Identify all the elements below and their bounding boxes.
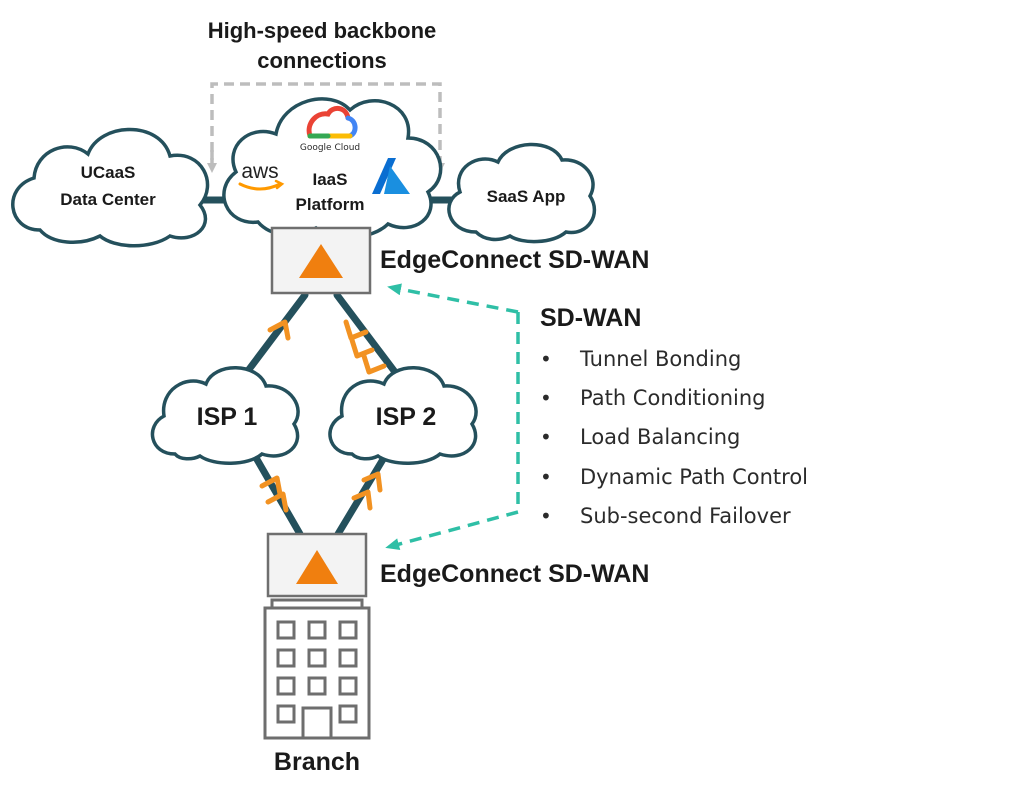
ucaas-label-line2: Data Center (60, 190, 156, 209)
feature-item: Path Conditioning (580, 386, 766, 410)
isp1-label: ISP 1 (197, 403, 258, 431)
backbone-label-line1: High-speed backbone (208, 18, 437, 43)
feature-item: Tunnel Bonding (579, 347, 741, 371)
google-cloud-logo: Google Cloud (300, 106, 360, 153)
isp1-cloud: ISP 1 (150, 366, 300, 465)
ucaas-cloud: UCaaS Data Center (11, 127, 210, 248)
sdwan-control-dashed-connector (387, 283, 519, 314)
aws-logo: aws (238, 160, 285, 191)
traffic-chevrons (259, 319, 387, 513)
ucaas-label-line1: UCaaS (81, 163, 136, 182)
feature-bullet: • (540, 504, 552, 528)
google-cloud-label: Google Cloud (300, 143, 360, 153)
sdwan-control-dashed-lower (385, 510, 519, 550)
feature-bullet: • (540, 425, 552, 449)
saas-cloud: SaaS App (447, 142, 597, 244)
chevron-icon (265, 491, 289, 513)
aws-label: aws (241, 160, 278, 183)
chevron-icon (349, 337, 375, 359)
top-isp2-link (333, 291, 408, 388)
feature-bullet: • (540, 386, 552, 410)
chevron-icon (259, 475, 283, 497)
chevron-icon (361, 471, 383, 493)
sdwan-feature-list: • Tunnel Bonding • Path Conditioning • L… (540, 347, 808, 528)
azure-logo (372, 158, 410, 194)
branch-building-icon (263, 598, 371, 740)
feature-bullet: • (540, 347, 552, 371)
top-edgeconnect-triangle-icon (299, 244, 343, 278)
bottom-edgeconnect-label: EdgeConnect SD-WAN (380, 560, 649, 588)
isp2-label: ISP 2 (376, 403, 437, 431)
top-edgeconnect-label: EdgeConnect SD-WAN (380, 246, 649, 274)
iaas-label-line1: IaaS (313, 170, 348, 189)
chevron-icon (267, 319, 291, 341)
iaas-cloud: Google Cloud aws IaaS Platform (222, 97, 443, 239)
saas-label: SaaS App (487, 187, 566, 206)
chevron-icon (351, 489, 373, 511)
backbone-dashed-connector (210, 82, 445, 173)
feature-bullet: • (540, 465, 552, 489)
bottom-edgeconnect-appliance (266, 532, 368, 598)
isp2-cloud: ISP 2 (328, 366, 478, 465)
sdwan-title: SD-WAN (540, 304, 641, 332)
bottom-edgeconnect-triangle-icon (296, 550, 338, 584)
iaas-label-line2: Platform (296, 195, 365, 214)
top-edgeconnect-appliance (270, 226, 372, 295)
feature-item: Sub-second Failover (580, 504, 791, 528)
feature-item: Load Balancing (580, 425, 740, 449)
branch-label: Branch (274, 748, 360, 776)
chevron-icon (361, 353, 387, 375)
feature-item: Dynamic Path Control (580, 465, 808, 489)
backbone-label-line2: connections (257, 48, 387, 73)
